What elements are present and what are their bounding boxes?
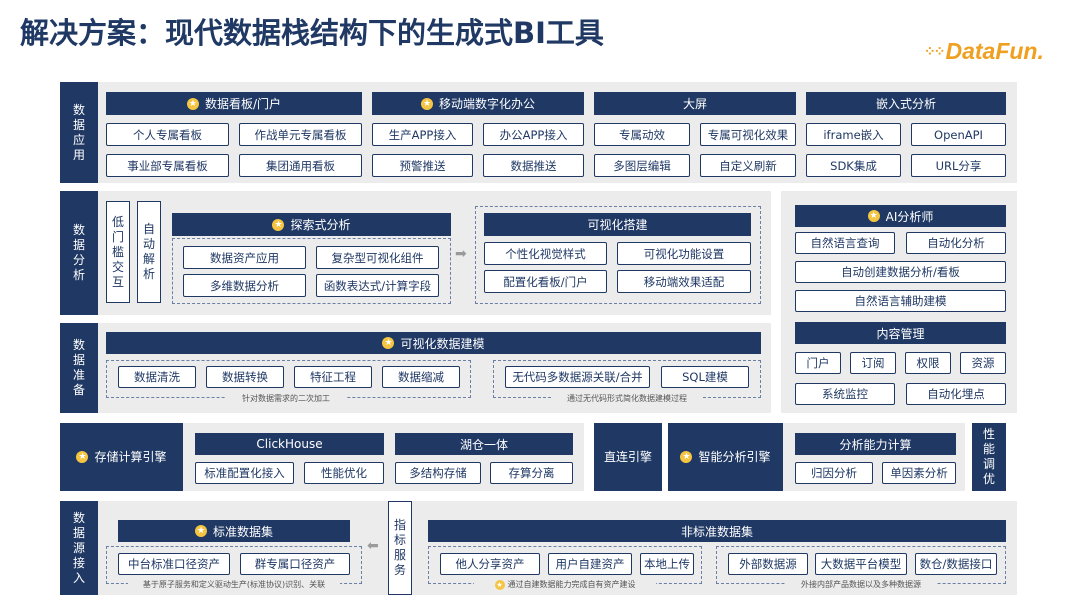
item-box: 配置化看板/门户 (484, 270, 607, 293)
group-header-mobile-office: ★移动端数字化办公 (372, 92, 584, 115)
item-box: 个人专属看板 (106, 123, 229, 146)
item-box: 自动化分析 (906, 232, 1006, 254)
star-icon: ★ (272, 218, 285, 231)
direct-engine-block: 直连引擎 (594, 423, 662, 491)
item-box: 可视化功能设置 (617, 242, 751, 265)
star-icon: ★ (680, 451, 693, 463)
item-box: 中台标准口径资产 (118, 553, 230, 575)
standard-caption: 基于原子服务和定义驱动生产(标准协议)识别、关联 (128, 579, 340, 590)
row-label-data-source: 数据源接入 (60, 501, 98, 595)
item-box: URL分享 (911, 154, 1006, 177)
item-box: 数仓/数据接口 (915, 553, 997, 575)
group-header-explore: ★探索式分析 (172, 213, 451, 236)
perf-tuning-block: 性能调优 (972, 423, 1006, 491)
item-box: 作战单元专属看板 (239, 123, 362, 146)
item-box: 他人分享资产 (440, 553, 540, 575)
storage-engine-block: ★存储计算引擎 (60, 423, 183, 491)
item-box: 无代码多数据源关联/合并 (505, 366, 650, 388)
group-header-content-mgmt: 内容管理 (795, 322, 1006, 344)
star-icon: ★ (382, 337, 395, 349)
group-header-modeling: ★可视化数据建模 (106, 332, 761, 354)
item-box: 事业部专属看板 (106, 154, 229, 177)
item-box: 数据转换 (206, 366, 284, 388)
row-label-data-prep: 数据准备 (60, 323, 98, 413)
star-icon: ★ (867, 210, 880, 222)
item-box: 大数据平台模型 (815, 553, 907, 575)
item-box: 权限 (905, 352, 951, 374)
low-threshold-box: 低门槛交互 (106, 201, 130, 303)
metric-service-box: 指标服务 (388, 501, 412, 595)
item-box: 用户自建资产 (548, 553, 632, 575)
item-box: 归因分析 (795, 462, 873, 484)
item-box: 自动创建数据分析/看板 (795, 261, 1006, 283)
item-box: OpenAPI (911, 123, 1006, 146)
item-box: 门户 (795, 352, 841, 374)
item-box: 订阅 (850, 352, 896, 374)
group-header-clickhouse: ClickHouse (195, 433, 384, 455)
row-label-data-app: 数据应用 (60, 82, 98, 183)
item-box: 特征工程 (294, 366, 372, 388)
item-box: 群专属口径资产 (240, 553, 350, 575)
item-box: iframe嵌入 (806, 123, 901, 146)
item-box: 标准配置化接入 (195, 462, 294, 484)
star-icon: ★ (194, 525, 207, 537)
item-box: 数据资产应用 (183, 246, 306, 269)
item-box: 自定义刷新 (700, 154, 796, 177)
item-box: 外部数据源 (728, 553, 808, 575)
item-box: 自然语言辅助建模 (795, 290, 1006, 312)
item-box: SDK集成 (806, 154, 901, 177)
item-box: 资源 (960, 352, 1006, 374)
item-box: SQL建模 (661, 366, 749, 388)
group-header-standard: ★标准数据集 (118, 520, 350, 542)
item-box: 数据清洗 (118, 366, 196, 388)
group-header-capability: 分析能力计算 (795, 433, 956, 455)
nonstandard-right-caption: 外接内部产品数据以及多种数据源 (786, 579, 936, 590)
page-title: 解决方案：现代数据栈结构下的生成式BI工具 (20, 16, 604, 50)
auto-parse-box: 自动解析 (137, 201, 161, 303)
star-icon: ★ (76, 451, 89, 463)
nonstandard-left-caption: ★通过自建数据能力完成自有资产建设 (474, 579, 656, 590)
item-box: 多图层编辑 (594, 154, 690, 177)
item-box: 自动化埋点 (906, 383, 1006, 405)
group-header-big-screen: 大屏 (594, 92, 796, 115)
group-header-nonstandard: 非标准数据集 (428, 520, 1006, 542)
explore-dashed-frame (172, 238, 451, 304)
viz-dashed-frame (475, 206, 761, 304)
prep-left-caption: 针对数据需求的二次加工 (226, 393, 346, 404)
item-box: 函数表达式/计算字段 (316, 274, 439, 297)
item-box: 预警推送 (372, 154, 473, 177)
smart-engine-block: ★智能分析引擎 (668, 423, 783, 491)
arrow-left-icon: ⬅ (367, 538, 379, 554)
item-box: 个性化视觉样式 (484, 242, 607, 265)
item-box: 本地上传 (640, 553, 694, 575)
star-icon: ★ (494, 580, 505, 590)
item-box: 专属可视化效果 (700, 123, 796, 146)
star-icon: ★ (420, 97, 433, 110)
group-header-dashboard: ★数据看板/门户 (106, 92, 362, 115)
item-box: 多结构存储 (395, 462, 481, 484)
item-box: 办公APP接入 (483, 123, 584, 146)
item-box: 系统监控 (795, 383, 895, 405)
item-box: 集团通用看板 (239, 154, 362, 177)
group-header-ai-analyst: ★AI分析师 (795, 205, 1006, 227)
group-header-embedded: 嵌入式分析 (806, 92, 1006, 115)
group-header-viz-build: 可视化搭建 (484, 213, 751, 236)
item-box: 移动端效果适配 (617, 270, 751, 293)
item-box: 单因素分析 (882, 462, 956, 484)
item-box: 性能优化 (304, 462, 384, 484)
item-box: 存算分离 (490, 462, 573, 484)
row-label-data-analysis: 数据分析 (60, 191, 98, 315)
arrow-right-icon: ➡ (455, 246, 467, 262)
star-icon: ★ (186, 97, 199, 110)
item-box: 复杂型可视化组件 (316, 246, 439, 269)
item-box: 专属动效 (594, 123, 690, 146)
item-box: 自然语言查询 (795, 232, 895, 254)
prep-right-caption: 通过无代码形式简化数据建模过程 (551, 393, 703, 404)
item-box: 数据缩减 (382, 366, 460, 388)
datafun-logo: ⁘⁘DataFun. (924, 38, 1044, 64)
item-box: 生产APP接入 (372, 123, 473, 146)
group-header-lakehouse: 湖仓一体 (395, 433, 573, 455)
item-box: 数据推送 (483, 154, 584, 177)
item-box: 多维数据分析 (183, 274, 306, 297)
